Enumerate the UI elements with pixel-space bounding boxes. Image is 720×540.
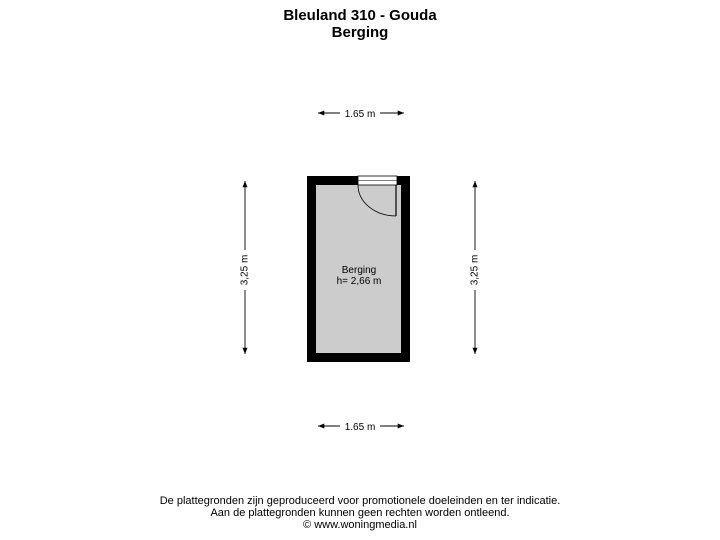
room-walls xyxy=(307,176,410,362)
plan-subtitle: Berging xyxy=(331,24,389,41)
disclaimer-line-2: Aan de plattegronden kunnen geen rechten… xyxy=(210,507,510,519)
dimension-right-label: 3,25 m xyxy=(470,255,481,286)
door xyxy=(357,175,398,217)
plan-title: Bleuland 310 - Gouda xyxy=(283,7,437,24)
dimension-bottom: 1.65 m xyxy=(318,422,404,433)
disclaimer-line-1: De plattegronden zijn geproduceerd voor … xyxy=(159,495,561,507)
dimension-top-label: 1.65 m xyxy=(345,109,376,120)
dimension-right: 3,25 m xyxy=(470,181,481,354)
copyright-link: © www.woningmedia.nl xyxy=(303,519,417,531)
room-floor xyxy=(307,176,410,362)
dimension-left-label: 3,25 m xyxy=(240,255,251,286)
room-height-label: h= 2,66 m xyxy=(337,276,382,287)
dimension-left: 3,25 m xyxy=(240,181,251,354)
room-name-label: Berging xyxy=(342,265,376,276)
dimension-bottom-label: 1.65 m xyxy=(345,422,376,433)
dimension-top: 1.65 m xyxy=(318,109,404,120)
